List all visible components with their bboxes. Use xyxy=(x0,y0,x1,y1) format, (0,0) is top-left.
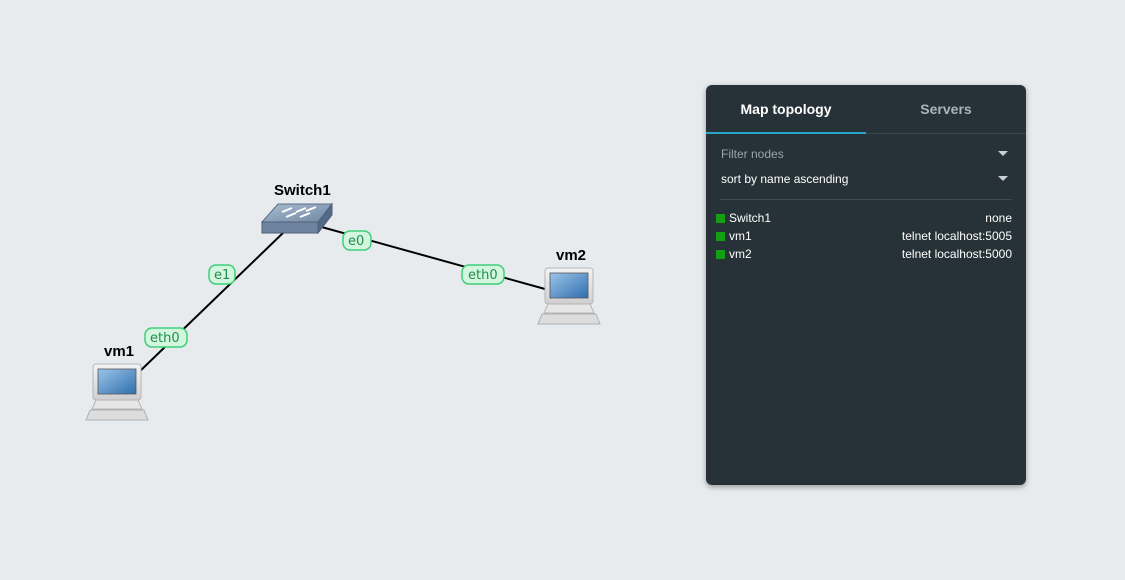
port-label-switch-e1[interactable]: e1 xyxy=(208,264,236,285)
tab-servers[interactable]: Servers xyxy=(866,85,1026,133)
topology-panel: Map topology Servers Filter nodes sort b… xyxy=(706,85,1026,485)
node-switch1[interactable]: Switch1 xyxy=(260,182,334,235)
divider xyxy=(720,199,1012,200)
panel-tabs: Map topology Servers xyxy=(706,85,1026,134)
computer-icon xyxy=(537,267,601,325)
chevron-down-icon xyxy=(998,151,1008,156)
node-console: telnet localhost:5005 xyxy=(901,229,1012,243)
node-name: vm2 xyxy=(729,247,752,261)
port-label-text: e1 xyxy=(214,268,230,283)
sort-select-value: sort by name ascending xyxy=(721,171,849,186)
status-indicator xyxy=(716,213,725,223)
chevron-down-icon xyxy=(998,176,1008,181)
node-console: telnet localhost:5000 xyxy=(901,247,1012,261)
tab-label: Servers xyxy=(920,101,972,117)
port-label-text: eth0 xyxy=(468,268,498,283)
node-console: none xyxy=(985,211,1012,225)
status-indicator xyxy=(716,249,725,259)
node-label-vm2: vm2 xyxy=(556,247,586,264)
port-label-text: e0 xyxy=(348,234,364,249)
computer-icon xyxy=(85,363,149,421)
node-vm1[interactable]: vm1 xyxy=(85,343,149,421)
sort-select[interactable]: sort by name ascending xyxy=(721,166,1012,191)
node-label-vm1: vm1 xyxy=(104,343,134,360)
status-indicator xyxy=(716,231,725,241)
node-name: vm1 xyxy=(729,229,752,243)
filter-nodes-placeholder: Filter nodes xyxy=(721,146,784,161)
tab-label: Map topology xyxy=(740,101,832,117)
link-switch1-vm1[interactable] xyxy=(137,231,285,374)
node-vm2[interactable]: vm2 xyxy=(537,247,601,325)
tab-map-topology[interactable]: Map topology xyxy=(706,85,866,134)
list-item-vm1[interactable]: vm1 telnet localhost:5005 xyxy=(716,227,1012,245)
port-label-vm1-eth0[interactable]: eth0 xyxy=(144,327,188,348)
port-label-vm2-eth0[interactable]: eth0 xyxy=(461,264,505,285)
links xyxy=(137,225,546,374)
filter-nodes-select[interactable]: Filter nodes xyxy=(721,141,1012,166)
list-item-vm2[interactable]: vm2 telnet localhost:5000 xyxy=(716,245,1012,263)
list-item-switch1[interactable]: Switch1 none xyxy=(716,209,1012,227)
node-label-switch1: Switch1 xyxy=(274,182,331,199)
switch-icon xyxy=(260,202,334,235)
port-label-text: eth0 xyxy=(150,331,180,346)
port-label-switch-e0[interactable]: e0 xyxy=(342,230,372,251)
node-name: Switch1 xyxy=(729,211,772,225)
node-list: Switch1 none vm1 telnet localhost:5005 v… xyxy=(716,209,1012,263)
